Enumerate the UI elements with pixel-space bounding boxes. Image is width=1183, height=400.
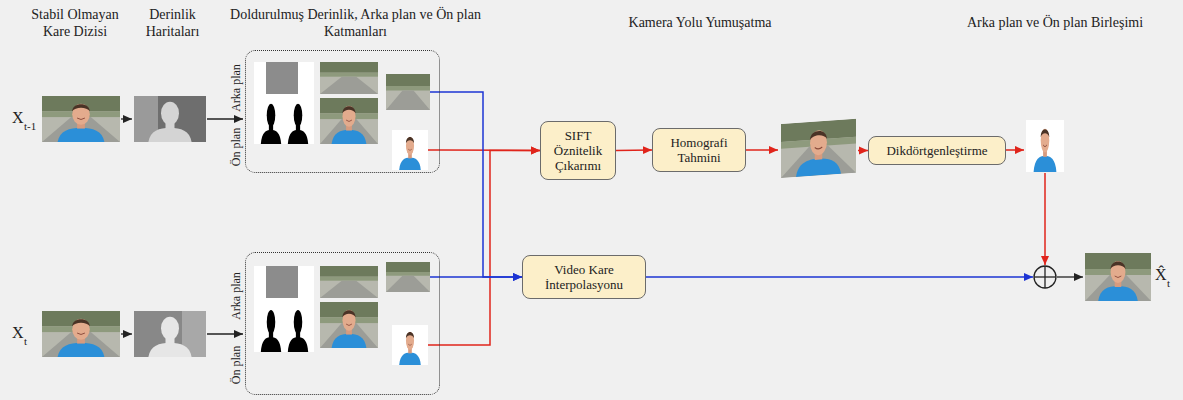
column-header: Arka plan ve Ön plan Birleşimi (935, 14, 1175, 31)
input-frame (42, 311, 120, 357)
flow-arrow (121, 333, 132, 334)
connector-line (440, 276, 522, 278)
layer-group: Arka planÖn plan (245, 252, 440, 395)
connector-line (440, 92, 522, 277)
column-header: Kamera Yolu Yumuşatma (580, 14, 820, 31)
foreground-line (428, 344, 440, 346)
flow-arrow (1057, 276, 1083, 277)
sum-symbol (1034, 266, 1056, 288)
connector (440, 151, 540, 346)
flow-arrow (121, 118, 132, 119)
layer-label: Ön plan (230, 128, 243, 166)
foreground-frame (1026, 120, 1064, 172)
foreground-line (428, 149, 440, 151)
output-variable: X̂ (1155, 266, 1167, 284)
layer-label: Ön plan (230, 346, 243, 384)
warped-frame (781, 119, 856, 178)
input-frame (42, 96, 120, 142)
box-text: Video Kare İnterpolasyonu (528, 262, 640, 292)
process-box: Video Kare İnterpolasyonu (522, 255, 646, 299)
column-header: Derinlik Haritaları (135, 6, 210, 40)
process-box: SIFT Öznitelik Çıkarımı (540, 121, 616, 180)
connector (746, 150, 868, 152)
frame-variable: X (12, 324, 24, 342)
output-frame (1085, 253, 1151, 301)
connector-line (616, 149, 652, 151)
connector (440, 92, 522, 277)
layer-images (254, 262, 430, 365)
layer-images (254, 62, 430, 170)
column-header: Doldurulmuş Derinlik, Arka plan ve Ön pl… (228, 6, 483, 40)
frame-variable: X (12, 109, 24, 127)
foreground-line (1006, 149, 1024, 151)
background-line (646, 276, 1033, 278)
background-line (430, 91, 440, 93)
box-text: SIFT Öznitelik Çıkarımı (546, 128, 610, 173)
process-box: Dikdörtgenleştirme (868, 136, 1006, 165)
connector-line (440, 151, 540, 346)
connector-line (746, 149, 778, 151)
background-line (430, 276, 440, 278)
depth-map (134, 311, 206, 357)
box-text: Homografi Tahmini (658, 135, 740, 165)
output-subscript: t (1167, 277, 1170, 289)
depth-map (134, 96, 206, 142)
process-box: Homografi Tahmini (652, 128, 746, 172)
layer-group: Arka planÖn plan (245, 50, 440, 173)
column-header: Stabil Olmayan Kare Dizisi (20, 6, 130, 40)
connector-line (858, 150, 868, 152)
flow-arrow (207, 333, 243, 334)
frame-subscript: t-1 (24, 120, 36, 132)
connector (616, 150, 652, 152)
frame-subscript: t (24, 335, 27, 347)
layer-label: Arka plan (230, 272, 243, 320)
box-text: Dikdörtgenleştirme (874, 143, 1000, 158)
connector (440, 277, 522, 278)
flow-arrow (207, 118, 243, 119)
foreground-line (1044, 173, 1046, 265)
layer-label: Arka plan (230, 64, 243, 112)
